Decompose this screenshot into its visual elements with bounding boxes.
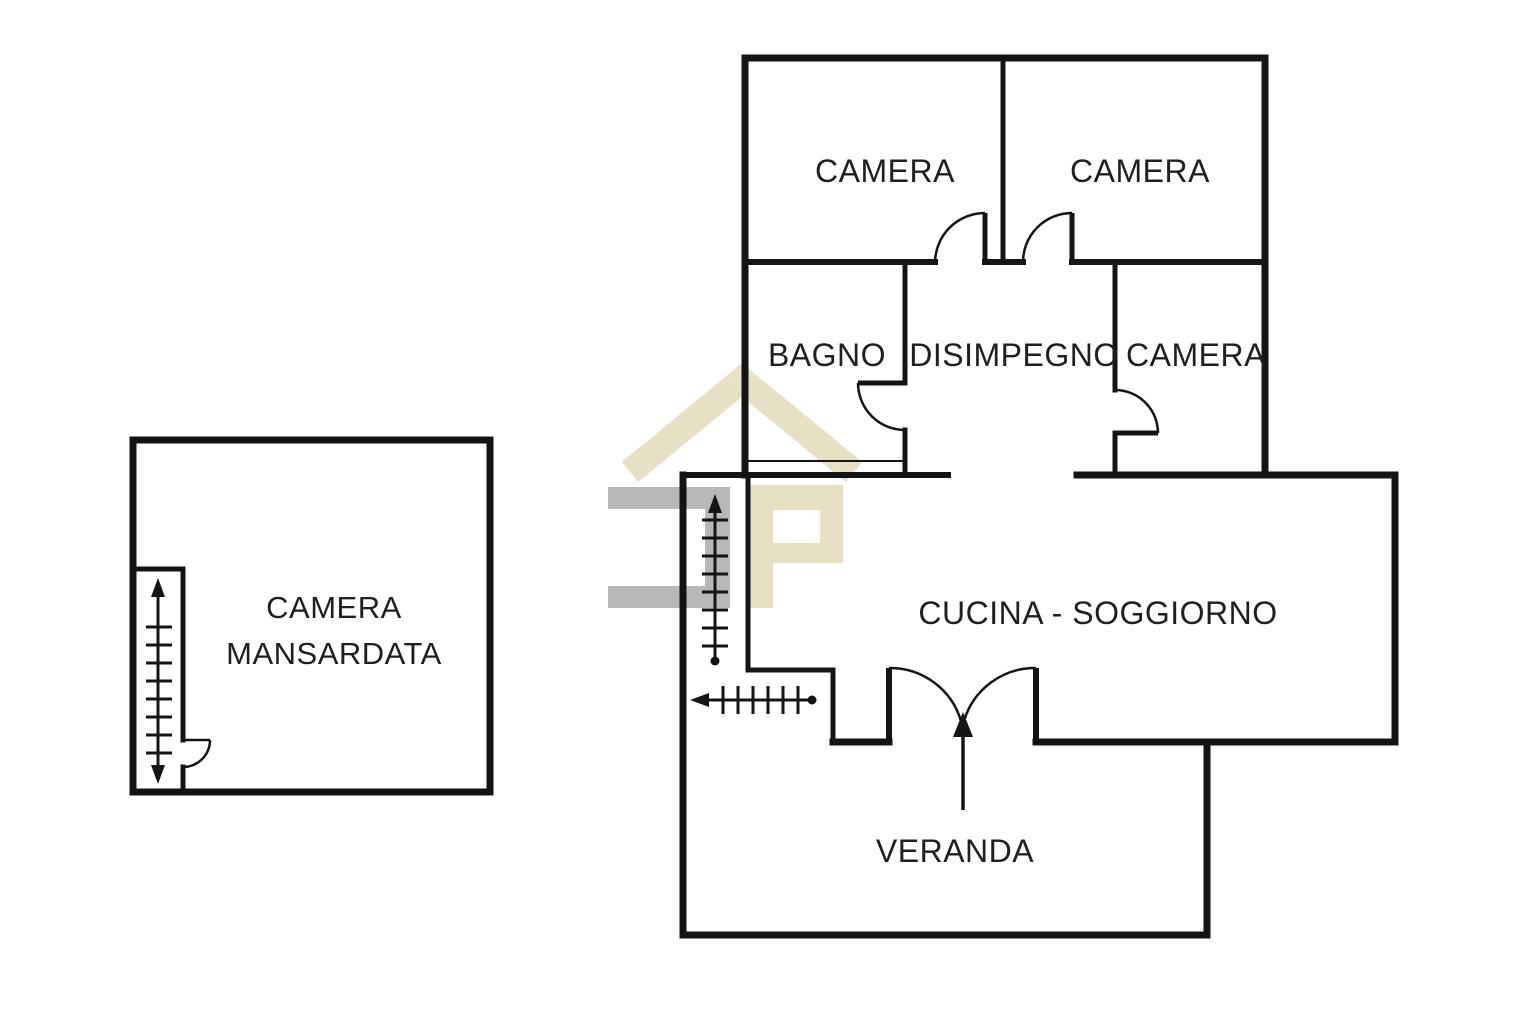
- room-labels: CAMERA CAMERA BAGNO DISIMPEGNO CAMERA CU…: [226, 153, 1277, 869]
- room-label-camera-nw: CAMERA: [815, 153, 955, 189]
- door-camera-ne: [1021, 211, 1075, 263]
- door-swing-arc: [1021, 211, 1073, 263]
- door-swing-arc: [1114, 388, 1160, 434]
- wall-staircase-pocket: [745, 472, 836, 745]
- logo-letter-p-icon: [748, 485, 843, 608]
- door-french-veranda: [886, 666, 1039, 742]
- room-label-veranda: VERANDA: [876, 833, 1034, 869]
- door-camera-e: [1114, 388, 1160, 436]
- wall-veranda-outline: [679, 471, 1211, 939]
- room-label-disimpegno: DISIMPEGNO: [909, 337, 1118, 373]
- door-swing-arc-left: [888, 666, 963, 722]
- door-swing-arc: [856, 382, 906, 432]
- room-label-camera-e: CAMERA: [1126, 337, 1266, 373]
- door-bagno: [856, 380, 906, 432]
- room-label-camera-ne: CAMERA: [1070, 153, 1210, 189]
- door-mansarda: [182, 738, 212, 769]
- doors: [182, 211, 1160, 769]
- stairs-up-arrow-icon: [702, 494, 728, 666]
- door-camera-nw: [933, 211, 988, 263]
- stairs-double-arrow-icon: [146, 578, 172, 784]
- wall-mansarda-stair-pocket: [130, 566, 186, 795]
- wall-cucina-right: [1032, 471, 1399, 746]
- room-label-mansarda-line1: CAMERA: [266, 590, 402, 625]
- door-swing-arc: [182, 739, 212, 769]
- stairs-left-arrow-icon: [690, 686, 817, 714]
- partition-walls: [130, 55, 1118, 795]
- room-label-mansarda-line2: MANSARDATA: [226, 636, 442, 671]
- watermark-logo: [608, 363, 863, 608]
- wall-mansarda-outline: [129, 436, 494, 796]
- room-label-bagno: BAGNO: [768, 337, 886, 373]
- door-swing-arc-right: [962, 666, 1037, 722]
- door-swing-arc: [933, 211, 986, 263]
- entrance-arrow-up-icon: [953, 712, 973, 810]
- logo-letter-j-icon: [608, 487, 730, 608]
- room-label-cucina: CUCINA - SOGGIORNO: [918, 595, 1277, 631]
